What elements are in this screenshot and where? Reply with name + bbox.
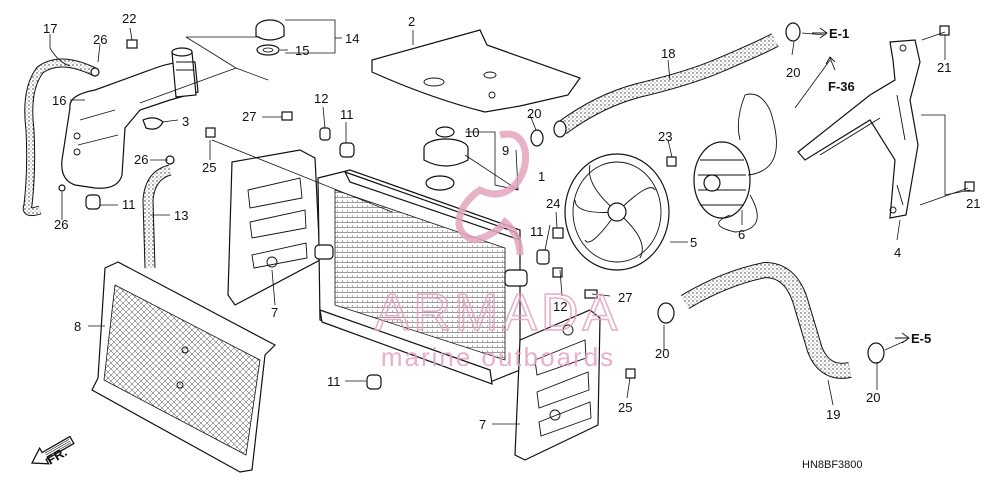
watermark-tagline: marine outboards <box>381 342 615 372</box>
callout-14[interactable]: 14 <box>345 31 359 46</box>
callout-6[interactable]: 6 <box>738 227 745 242</box>
callout-26c[interactable]: 26 <box>54 217 68 232</box>
watermark-brand: ARMADA <box>375 284 621 342</box>
cooling-fan <box>564 153 670 271</box>
watermark-logo <box>455 130 529 256</box>
callout-20c[interactable]: 20 <box>655 346 669 361</box>
callout-19[interactable]: 19 <box>826 407 840 422</box>
front-arrow-icon <box>30 435 75 465</box>
bolts <box>85 25 975 390</box>
callout-7-right[interactable]: 7 <box>479 417 486 432</box>
callout-26a[interactable]: 26 <box>93 32 107 47</box>
hose-clamps <box>530 22 885 364</box>
callout-11b[interactable]: 11 <box>122 197 136 212</box>
callout-5[interactable]: 5 <box>690 235 697 250</box>
callout-25a[interactable]: 25 <box>202 160 216 175</box>
callout-10[interactable]: 10 <box>465 125 479 140</box>
fan-bracket <box>797 39 921 219</box>
callout-2[interactable]: 2 <box>408 14 415 29</box>
callout-22[interactable]: 22 <box>122 11 136 26</box>
callout-11a[interactable]: 11 <box>340 107 354 122</box>
callout-27b[interactable]: 27 <box>618 290 632 305</box>
callout-15[interactable]: 15 <box>295 43 309 58</box>
side-shroud-left <box>227 149 321 306</box>
radiator <box>314 169 528 385</box>
callout-4[interactable]: 4 <box>894 245 901 260</box>
callout-11c[interactable]: 11 <box>530 224 544 239</box>
callout-23[interactable]: 23 <box>658 129 672 144</box>
reserve-tank <box>61 47 199 189</box>
callout-labels: 1 2 3 4 5 6 7 7 8 9 10 11 11 11 11 12 12… <box>43 11 980 432</box>
side-shroud-right <box>514 309 601 461</box>
callout-21a[interactable]: 21 <box>937 60 951 75</box>
callout-25b[interactable]: 25 <box>618 400 632 415</box>
callout-20d[interactable]: 20 <box>866 390 880 405</box>
radiator-grille <box>91 261 276 473</box>
ref-f36[interactable]: F-36 <box>828 79 855 94</box>
callout-26b[interactable]: 26 <box>134 152 148 167</box>
callout-24[interactable]: 24 <box>546 196 560 211</box>
callout-3[interactable]: 3 <box>182 114 189 129</box>
watermark: ARMADA marine outboards <box>374 130 621 372</box>
callout-12a[interactable]: 12 <box>314 91 328 106</box>
radiator-cover-plate <box>371 29 581 113</box>
callout-16[interactable]: 16 <box>52 93 66 108</box>
callout-11d[interactable]: 11 <box>327 374 341 389</box>
callout-27a[interactable]: 27 <box>242 109 256 124</box>
callout-20b[interactable]: 20 <box>527 106 541 121</box>
callout-17[interactable]: 17 <box>43 21 57 36</box>
clips <box>58 67 175 192</box>
callout-21b[interactable]: 21 <box>966 196 980 211</box>
callout-9[interactable]: 9 <box>502 143 509 158</box>
reserve-cap <box>255 19 285 56</box>
callout-7-left[interactable]: 7 <box>271 305 278 320</box>
fan-motor <box>693 93 777 233</box>
callout-20a[interactable]: 20 <box>786 65 800 80</box>
callout-8[interactable]: 8 <box>74 319 81 334</box>
callout-18[interactable]: 18 <box>661 46 675 61</box>
diagram-code: HN8BF3800 <box>802 459 863 471</box>
callout-1[interactable]: 1 <box>538 169 545 184</box>
ref-e5[interactable]: E-5 <box>911 331 931 346</box>
radiator-cap <box>423 126 469 191</box>
ref-e1[interactable]: E-1 <box>829 26 849 41</box>
reference-arrows <box>812 27 910 344</box>
callout-13[interactable]: 13 <box>174 208 188 223</box>
callout-12b[interactable]: 12 <box>553 299 567 314</box>
